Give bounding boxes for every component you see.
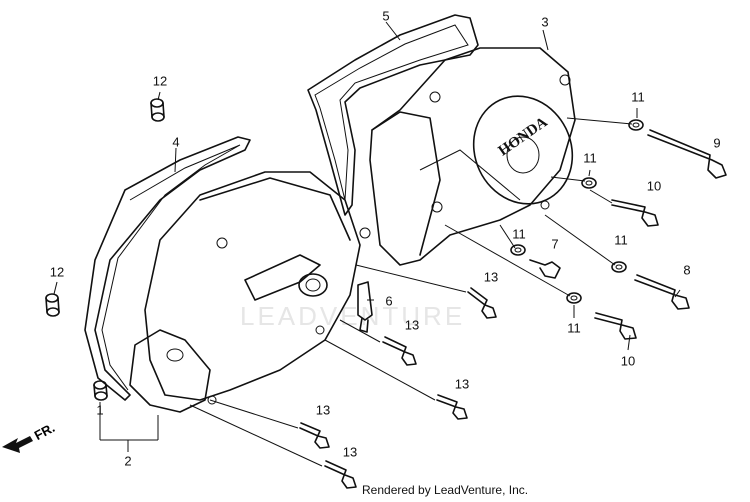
- bolt-7: [529, 259, 561, 279]
- callout-10-lower: 10: [620, 353, 636, 369]
- callout-13-a: 13: [483, 269, 499, 285]
- callout-1: 1: [96, 402, 104, 418]
- callout-12-left: 12: [49, 264, 65, 280]
- callout-10-upper: 10: [646, 178, 662, 194]
- honda-brand-text: HONDA: [496, 114, 551, 159]
- washer-11-a: [628, 119, 644, 131]
- dowel-pin-1: [93, 380, 108, 401]
- clamp-6: [357, 281, 373, 333]
- bolt-13-a: [467, 287, 497, 319]
- callout-13-e: 13: [342, 444, 358, 460]
- callout-11-c: 11: [512, 226, 526, 242]
- bolt-10-lower: [594, 312, 637, 340]
- washer-11-d: [611, 261, 627, 273]
- bolt-13-b: [382, 336, 417, 366]
- front-gasket-4-inner: [101, 144, 241, 391]
- footer-credit: Rendered by LeadVenture, Inc.: [362, 483, 529, 497]
- callout-9: 9: [713, 135, 721, 151]
- front-cover-2: [129, 171, 371, 413]
- crankcase-cover-3: HONDA: [369, 47, 576, 266]
- front-direction-arrow: [2, 436, 33, 453]
- callout-11-d: 11: [614, 232, 628, 248]
- washer-11-c: [510, 244, 526, 256]
- front-gasket-4: [84, 136, 251, 401]
- callout-8: 8: [683, 262, 691, 278]
- callout-7: 7: [551, 236, 559, 252]
- rear-gasket-5-inner: [314, 24, 469, 201]
- callout-2: 2: [124, 453, 132, 469]
- rear-gasket-5: [307, 14, 479, 216]
- bolt-13-d: [299, 422, 330, 449]
- callout-5: 5: [382, 8, 390, 24]
- dowel-pin-12-top: [150, 98, 165, 122]
- bolt-13-c: [436, 394, 468, 420]
- callout-3: 3: [541, 14, 549, 30]
- dowel-pin-12-left: [45, 293, 60, 317]
- callout-11-a: 11: [631, 89, 645, 105]
- washer-11-b: [581, 177, 597, 189]
- bolt-10-upper: [611, 199, 659, 227]
- callout-11-e: 11: [567, 320, 581, 336]
- bolt-8: [634, 274, 690, 310]
- callout-11-b: 11: [583, 150, 597, 166]
- callout-13-d: 13: [315, 402, 331, 418]
- callout-6: 6: [385, 293, 393, 309]
- callout-4: 4: [172, 134, 180, 150]
- bolt-9: [647, 129, 727, 179]
- leader-lines: [53, 21, 681, 467]
- callout-13-b: 13: [404, 317, 420, 333]
- callout-13-c: 13: [454, 376, 470, 392]
- washer-11-e: [566, 292, 582, 304]
- callout-12-top: 12: [152, 73, 168, 89]
- bolt-13-e: [324, 460, 357, 489]
